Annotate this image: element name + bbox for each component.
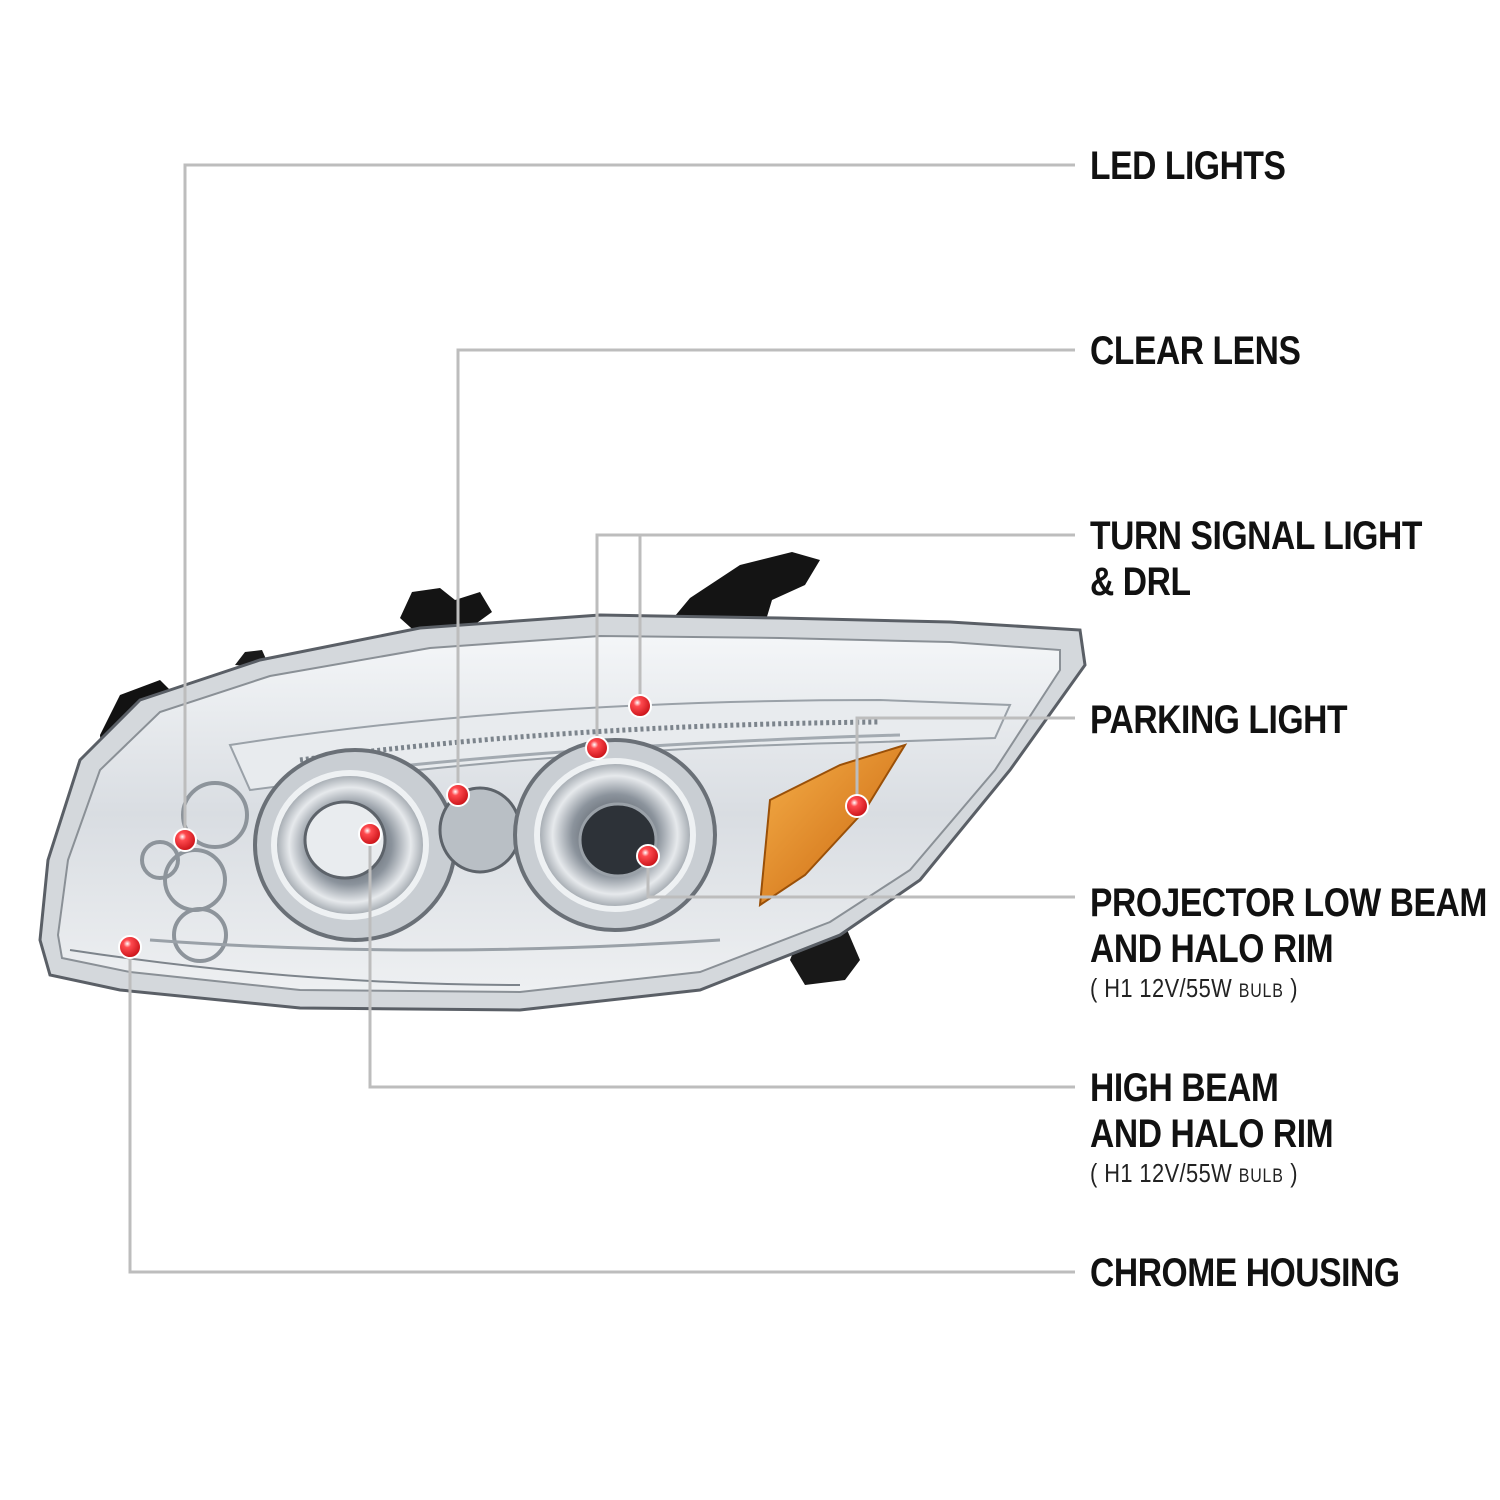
label-projector-bulb-spec: ( H1 12V/55W BULB ) xyxy=(1090,972,1487,1008)
dot-clear-lens xyxy=(446,783,470,807)
label-turn-signal: TURN SIGNAL LIGHT & DRL xyxy=(1090,513,1422,605)
label-chrome-housing: CHROME HOUSING xyxy=(1090,1250,1400,1296)
label-projector-low-beam: PROJECTOR LOW BEAM AND HALO RIM ( H1 12V… xyxy=(1090,880,1487,1008)
low-beam-projector xyxy=(513,738,717,932)
high-beam-spec-main: H1 12V/55W xyxy=(1104,1158,1233,1188)
leader-clear-lens xyxy=(456,348,1075,795)
label-parking-light-text: PARKING LIGHT xyxy=(1090,698,1348,742)
leader-projector-low-beam xyxy=(646,856,1075,899)
dot-led-lights xyxy=(173,828,197,852)
label-projector-line1: PROJECTOR LOW BEAM xyxy=(1090,881,1487,925)
label-clear-lens: CLEAR LENS xyxy=(1090,328,1301,374)
callout-dots xyxy=(118,694,869,959)
dot-parking-light xyxy=(845,794,869,818)
label-parking-light: PARKING LIGHT xyxy=(1090,697,1348,743)
dot-projector-low-beam xyxy=(636,844,660,868)
dot-turn-signal-a xyxy=(585,736,609,760)
label-high-beam-line1: HIGH BEAM xyxy=(1090,1066,1279,1110)
leader-chrome-housing xyxy=(128,947,1075,1274)
leader-lines xyxy=(128,163,1075,1274)
label-led-lights: LED LIGHTS xyxy=(1090,143,1286,189)
label-chrome-housing-text: CHROME HOUSING xyxy=(1090,1251,1400,1295)
projector-spec-unit: BULB xyxy=(1238,981,1284,1002)
label-high-beam: HIGH BEAM AND HALO RIM ( H1 12V/55W BULB… xyxy=(1090,1065,1334,1193)
label-turn-signal-line1: TURN SIGNAL LIGHT xyxy=(1090,514,1422,558)
projector-spec-main: H1 12V/55W xyxy=(1104,973,1233,1003)
headlight-body xyxy=(38,552,1087,1012)
label-clear-lens-text: CLEAR LENS xyxy=(1090,329,1301,373)
dot-chrome-housing xyxy=(118,935,142,959)
label-turn-signal-line2: & DRL xyxy=(1090,560,1191,604)
led-cluster xyxy=(140,781,249,963)
leader-led-lights xyxy=(183,163,1075,840)
leader-parking-light xyxy=(855,716,1075,806)
projector-spec-close: ) xyxy=(1283,973,1298,1003)
high-beam-spec-open: ( xyxy=(1090,1158,1105,1188)
label-projector-line2: AND HALO RIM xyxy=(1090,927,1334,971)
dot-high-beam xyxy=(358,822,382,846)
label-led-lights-text: LED LIGHTS xyxy=(1090,144,1286,188)
high-beam-projector xyxy=(253,748,457,942)
dot-turn-signal-b xyxy=(628,694,652,718)
leader-high-beam xyxy=(368,834,1075,1089)
high-beam-spec-close: ) xyxy=(1283,1158,1298,1188)
label-high-beam-line2: AND HALO RIM xyxy=(1090,1112,1334,1156)
high-beam-spec-unit: BULB xyxy=(1238,1166,1284,1187)
label-high-beam-bulb-spec: ( H1 12V/55W BULB ) xyxy=(1090,1157,1333,1193)
projector-spec-open: ( xyxy=(1090,973,1105,1003)
leader-turn-signal-a xyxy=(595,533,1075,748)
